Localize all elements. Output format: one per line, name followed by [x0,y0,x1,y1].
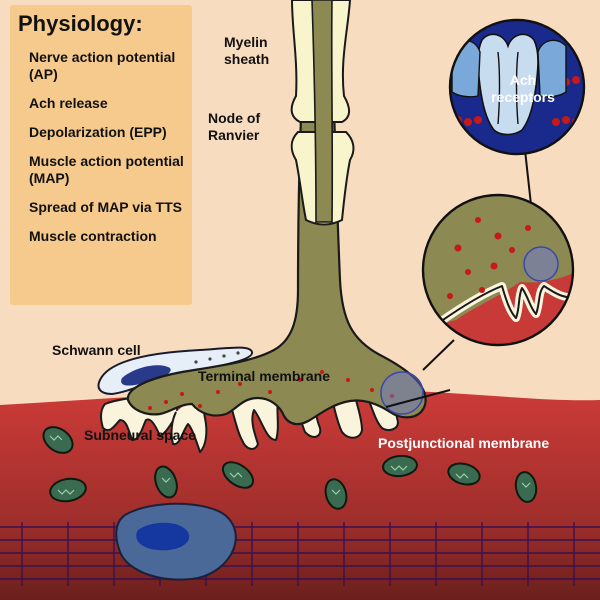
physiology-step: Nerve action potential (AP) [29,49,176,82]
label-postjunctional-membrane: Postjunctional membrane [378,435,550,451]
physiology-step: Spread of MAP via TTS [29,199,182,215]
label-ach-receptors: Ach receptors [491,72,555,105]
physiology-step: Depolarization (EPP) [29,124,167,140]
physiology-step: Muscle contraction [29,228,157,244]
nerve-terminal [126,18,427,426]
physiology-step: Ach release [29,95,108,111]
label-subneural-space: Subneural space [84,427,197,443]
physiology-step: Muscle action potential (MAP) [29,153,184,186]
magnified-inset [423,195,573,345]
striations [0,526,600,580]
synaptic-vesicles [148,370,394,410]
muscle-nucleolus [136,522,190,551]
physiology-panel: Physiology: Nerve action potential (AP) … [10,5,192,305]
physiology-list: Nerve action potential (AP) Ach release … [29,49,194,257]
label-terminal-membrane: Terminal membrane [198,368,331,384]
ach-receptor-protein [477,33,539,136]
label-myelin-sheath: Myelin sheath [224,34,270,67]
physiology-title: Physiology: [18,11,143,36]
label-schwann-cell: Schwann cell [52,342,141,358]
label-node-of-ranvier: Node of Ranvier [208,110,261,143]
schwann-nucleus [121,365,171,386]
axon-core [311,0,334,223]
zoom-origin-circle [380,371,424,415]
